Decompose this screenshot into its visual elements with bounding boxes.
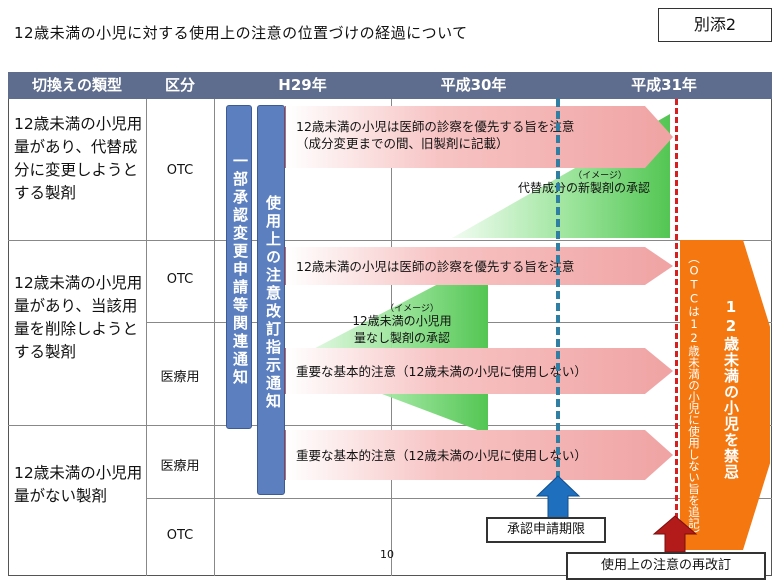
basic-caution-arrow-medical: 重要な基本的注意（12歳未満の小児に使用しない） xyxy=(285,348,673,394)
page-number: 10 xyxy=(380,548,394,561)
division-otc: OTC xyxy=(166,272,194,287)
contraindication-label: 12歳未満の小児を禁忌 xyxy=(722,298,740,480)
division-otc: OTC xyxy=(166,528,194,543)
arrow-text: 12歳未満の小児は医師の診察を優先する旨を注意 xyxy=(296,119,575,134)
division-medical: 医療用 xyxy=(160,459,200,474)
page-title: 12歳未満の小児に対する使用上の注意の位置づけの経過について xyxy=(14,24,468,42)
caution-arrow-substitute: 12歳未満の小児は医師の診察を優先する旨を注意 （成分変更までの間、旧製剤に記載… xyxy=(285,106,673,168)
header-h29: H29年 xyxy=(214,72,391,99)
triangle-label-line: 量なし製剤の承認 xyxy=(353,331,450,345)
triangle-label-line: 12歳未満の小児用 xyxy=(352,314,452,328)
grid-line xyxy=(146,99,147,576)
notice-bar-revision: 使用上の注意改訂指示通知 xyxy=(257,105,285,495)
basic-caution-arrow-no-dosage: 重要な基本的注意（12歳未満の小児に使用しない） xyxy=(285,430,673,480)
grid-line xyxy=(8,425,772,426)
deadline-line xyxy=(556,99,560,479)
type-remove-dosage: 12歳未満の小児用量があり、当該用量を削除しようとする製剤 xyxy=(14,274,143,361)
caution-arrow-remove: 12歳未満の小児は医師の診察を優先する旨を注意 xyxy=(285,247,673,285)
header-h30: 平成30年 xyxy=(391,72,556,99)
header-h31: 平成31年 xyxy=(556,72,772,99)
revision-up-arrow-icon xyxy=(652,515,698,553)
grid-line xyxy=(8,240,772,241)
deadline-box: 承認申請期限 xyxy=(486,517,606,543)
triangle-image-note: （イメージ） xyxy=(385,304,439,314)
division-medical: 医療用 xyxy=(160,370,200,385)
header-division: 区分 xyxy=(146,72,214,99)
arrow-text: 12歳未満の小児は医師の診察を優先する旨を注意 xyxy=(296,258,575,274)
triangle-label-substitute: 代替成分の新製剤の承認 xyxy=(517,181,650,195)
type-substitute-ingredient: 12歳未満の小児用量があり、代替成分に変更しようとする製剤 xyxy=(14,115,143,202)
triangle-label-no-dosage: 12歳未満の小児用 量なし製剤の承認 xyxy=(332,313,472,347)
arrow-text: 重要な基本的注意（12歳未満の小児に使用しない） xyxy=(296,363,587,379)
header-type: 切換えの類型 xyxy=(8,72,146,99)
type-no-pediatric-dosage: 12歳未満の小児用量がない製剤 xyxy=(14,464,143,505)
contraindication-otc-note: （OTCは12歳未満の小児に使用しない旨を追記） xyxy=(687,252,701,541)
deadline-up-arrow-icon xyxy=(535,475,581,519)
grid-line xyxy=(214,99,215,576)
revision-line xyxy=(675,99,678,519)
triangle-image-note: （イメージ） xyxy=(573,171,627,181)
notice-bar-partial-approval: 一部承認変更申請等関連通知 xyxy=(226,105,252,429)
arrow-text: 重要な基本的注意（12歳未満の小児に使用しない） xyxy=(296,447,587,463)
contraindication-arrow xyxy=(680,240,770,550)
annex-label: 別添2 xyxy=(658,8,772,42)
revision-box: 使用上の注意の再改訂 xyxy=(566,552,766,580)
arrow-text: （成分変更までの間、旧製剤に記載） xyxy=(296,136,509,151)
grid-line xyxy=(146,498,772,499)
division-otc: OTC xyxy=(166,163,194,178)
